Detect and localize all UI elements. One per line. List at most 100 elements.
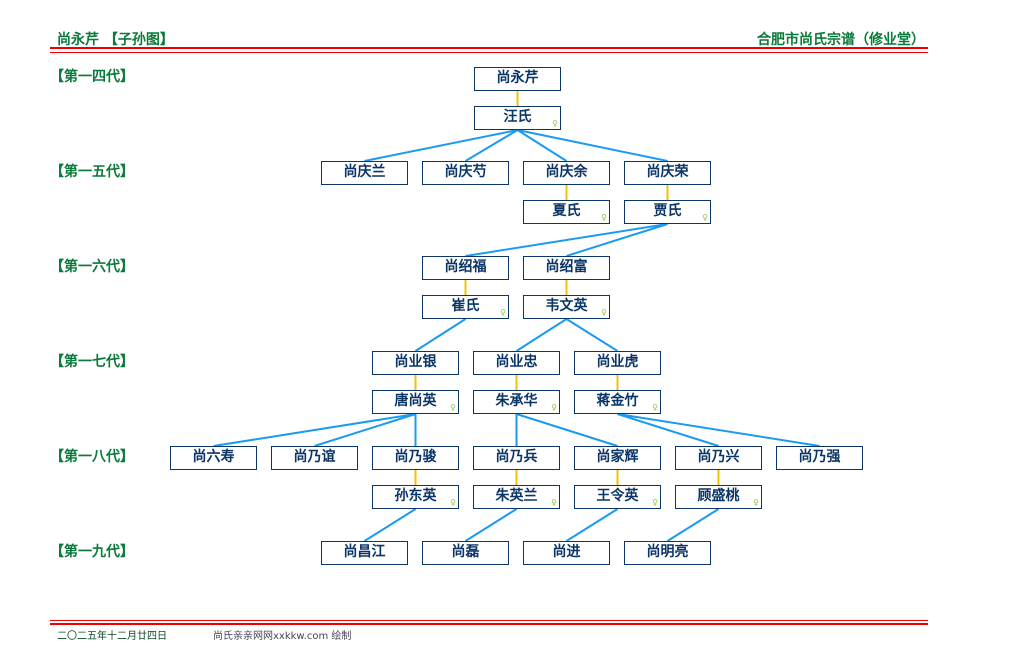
person-name: 尚永芹 [496, 70, 539, 86]
person-box[interactable]: 尚明亮 [624, 541, 711, 565]
person-name: 尚绍富 [545, 259, 588, 275]
generation-label-16: 【第一六代】 [50, 259, 134, 275]
person-name: 尚六寿 [192, 449, 235, 465]
person-box[interactable]: 尚庆余 [523, 161, 610, 185]
person-name: 尚庆兰 [343, 164, 386, 180]
person-name: 尚乃兵 [495, 449, 538, 465]
genealogy-title: 合肥市尚氏宗谱（修业堂） [757, 32, 925, 48]
child-connector [364, 129, 518, 162]
person-box[interactable]: 尚磊 [422, 541, 509, 565]
footer-divider [50, 620, 928, 621]
person-name: 尚进 [552, 544, 581, 560]
child-connector [464, 508, 518, 542]
spouse-box[interactable]: 蒋金竹 ♀ [574, 390, 661, 414]
child-connector [414, 318, 467, 352]
person-box[interactable]: 尚乃兵 [473, 446, 560, 470]
person-name: 孙东英 [394, 488, 437, 504]
person-box[interactable]: 尚家辉 [574, 446, 661, 470]
person-box[interactable]: 尚庆兰 [321, 161, 408, 185]
person-box[interactable]: 尚业虎 [574, 351, 661, 375]
person-name: 蒋金竹 [596, 393, 639, 409]
female-icon: ♀ [652, 403, 658, 412]
spouse-box[interactable]: 夏氏♀ [523, 200, 610, 224]
person-box[interactable]: 尚昌江 [321, 541, 408, 565]
footer-date: 二〇二五年十二月廿四日 [57, 631, 167, 642]
person-box[interactable]: 尚乃谊 [271, 446, 358, 470]
person-name: 汪氏 [503, 109, 532, 125]
spouse-box[interactable]: 唐尚英 ♀ [372, 390, 459, 414]
child-connector [213, 413, 416, 447]
person-name: 顾盛桃 [697, 488, 740, 504]
child-connector [565, 318, 619, 352]
header-divider [50, 47, 928, 49]
female-icon: ♀ [450, 498, 456, 507]
person-box[interactable]: 尚进 [523, 541, 610, 565]
generation-label-18: 【第一八代】 [50, 449, 134, 465]
person-name: 尚磊 [451, 544, 480, 560]
spouse-box[interactable]: 朱英兰 ♀ [473, 485, 560, 509]
generation-label-17: 【第一七代】 [50, 354, 134, 370]
child-connector [565, 508, 619, 542]
person-box[interactable]: 尚乃骏 [372, 446, 459, 470]
female-icon: ♀ [601, 308, 607, 317]
person-name: 尚业虎 [596, 354, 639, 370]
person-box[interactable]: 尚六寿 [170, 446, 257, 470]
person-name: 尚家辉 [596, 449, 639, 465]
person-box[interactable]: 尚业银 [372, 351, 459, 375]
person-name: 唐尚英 [394, 393, 437, 409]
female-icon: ♀ [601, 213, 607, 222]
person-name: 尚乃兴 [697, 449, 740, 465]
person-box[interactable]: 尚乃兴 [675, 446, 762, 470]
spouse-box[interactable]: 孙东英 ♀ [372, 485, 459, 509]
female-icon: ♀ [552, 119, 558, 128]
person-name: 尚业忠 [495, 354, 538, 370]
child-connector [666, 508, 720, 542]
child-connector [617, 413, 719, 447]
person-name: 尚庆荣 [646, 164, 689, 180]
spouse-box[interactable]: 朱承华♀ [473, 390, 560, 414]
female-icon: ♀ [753, 498, 759, 507]
person-box[interactable]: 尚庆荣 [624, 161, 711, 185]
person-box[interactable]: 尚绍福 [422, 256, 509, 280]
female-icon: ♀ [500, 308, 506, 317]
spouse-box[interactable]: 贾氏♀ [624, 200, 711, 224]
person-box[interactable]: 尚乃强 [776, 446, 863, 470]
child-connector [363, 508, 417, 542]
child-connector [617, 413, 820, 447]
generation-label-14: 【第一四代】 [50, 69, 134, 85]
child-connector [515, 318, 568, 352]
child-connector [516, 129, 568, 162]
person-name: 崔氏 [451, 298, 480, 314]
person-box[interactable]: 尚庆芍 [422, 161, 509, 185]
generation-label-19: 【第一九代】 [50, 544, 134, 560]
person-name: 朱英兰 [495, 488, 538, 504]
female-icon: ♀ [551, 498, 557, 507]
person-name: 尚乃强 [798, 449, 841, 465]
header-divider-thin [50, 52, 928, 53]
generation-label-15: 【第一五代】 [50, 164, 134, 180]
female-icon: ♀ [450, 403, 456, 412]
footer-divider-thick [50, 623, 928, 625]
child-connector [566, 223, 668, 257]
person-name: 尚明亮 [646, 544, 689, 560]
spouse-box[interactable]: 顾盛桃 ♀ [675, 485, 762, 509]
person-name: 尚业银 [394, 354, 437, 370]
spouse-box[interactable]: 王令英♀ [574, 485, 661, 509]
person-name: 韦文英 [545, 298, 588, 314]
person-box[interactable]: 尚永芹 [474, 67, 561, 91]
spouse-box[interactable]: 崔氏 ♀ [422, 295, 509, 319]
person-name: 尚乃谊 [293, 449, 336, 465]
spouse-box[interactable]: 韦文英 ♀ [523, 295, 610, 319]
person-name: 尚庆芍 [444, 164, 487, 180]
person-name: 尚昌江 [343, 544, 386, 560]
child-connector [465, 223, 668, 257]
person-name: 朱承华 [495, 393, 538, 409]
child-connector [314, 413, 416, 447]
spouse-box[interactable]: 汪氏 ♀ [474, 106, 561, 130]
page-title: 尚永芹 【子孙图】 [57, 32, 174, 48]
person-name: 贾氏 [653, 203, 682, 219]
person-box[interactable]: 尚绍富 [523, 256, 610, 280]
child-connector [517, 129, 668, 162]
person-box[interactable]: 尚业忠 [473, 351, 560, 375]
